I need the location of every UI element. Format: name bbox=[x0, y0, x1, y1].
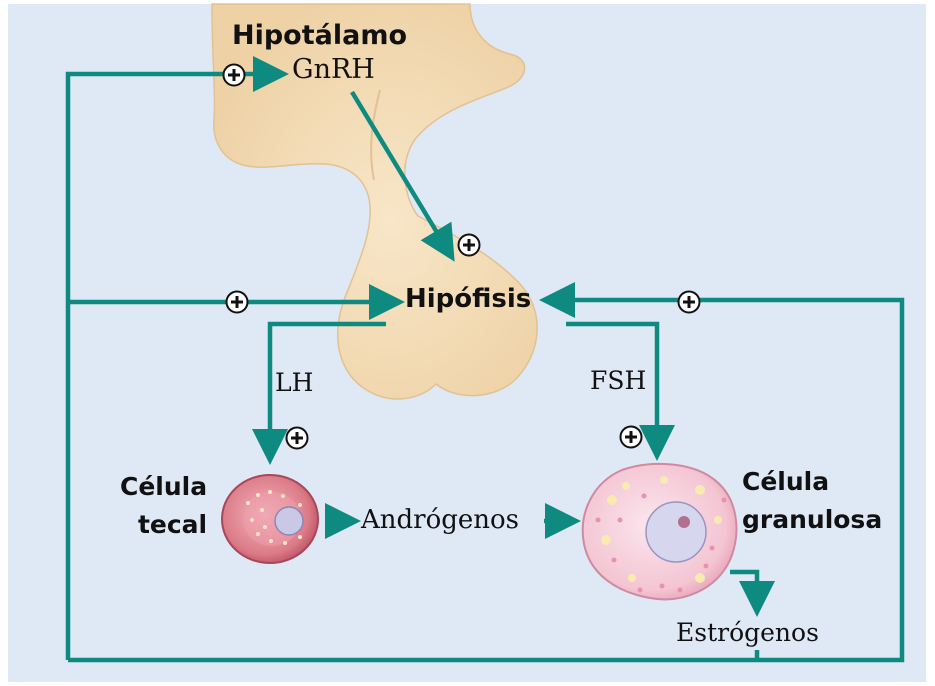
stimulation-plus-icon bbox=[285, 426, 309, 450]
granulosa-cell-label-line1: Célula bbox=[742, 463, 882, 501]
granulosa-cell-label: Célula granulosa bbox=[742, 463, 882, 539]
theca-cell-label: Célula tecal bbox=[120, 468, 207, 544]
granulosa-cell-label-line2: granulosa bbox=[742, 501, 882, 539]
pituitary-label: Hipófisis bbox=[405, 284, 531, 314]
theca-cell-label-line2: tecal bbox=[120, 506, 207, 544]
oocyte-nucleus bbox=[678, 516, 690, 528]
fsh-label: FSH bbox=[590, 366, 646, 395]
theca-cell bbox=[222, 475, 318, 563]
granulosa-cell bbox=[583, 464, 737, 599]
hypothalamus-label: Hipotálamo bbox=[232, 20, 407, 51]
theca-nucleus bbox=[275, 507, 303, 535]
stimulation-plus-icon bbox=[222, 63, 246, 87]
stimulation-plus-icon bbox=[225, 290, 249, 314]
stimulation-plus-icon bbox=[619, 425, 643, 449]
androgens-label: Andrógenos bbox=[361, 505, 519, 535]
lh-label: LH bbox=[275, 368, 313, 397]
oocyte bbox=[646, 502, 706, 562]
stimulation-plus-icon bbox=[677, 290, 701, 314]
gnrh-label: GnRH bbox=[292, 54, 375, 85]
theca-cell-label-line1: Célula bbox=[120, 468, 207, 506]
estrogens-label: Estrógenos bbox=[676, 618, 819, 647]
stimulation-plus-icon bbox=[457, 233, 481, 257]
